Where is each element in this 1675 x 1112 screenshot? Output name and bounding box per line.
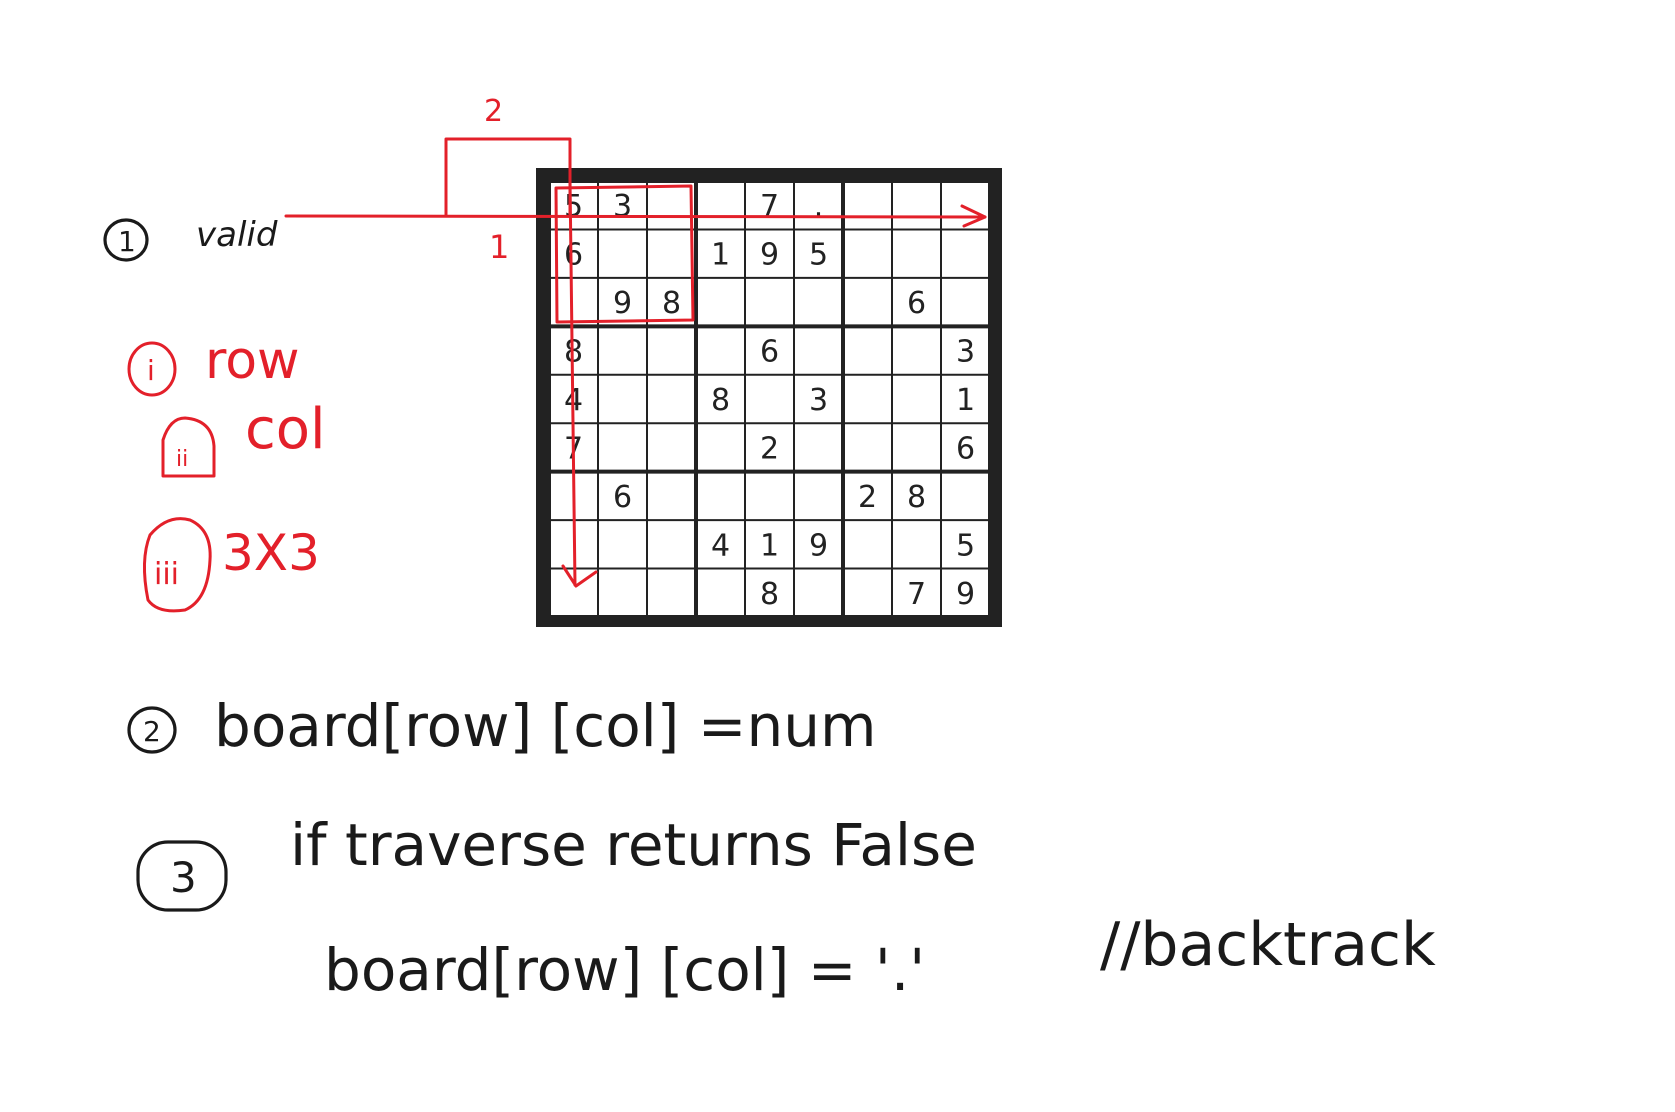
sudoku-cell-value: 3 [809, 383, 828, 418]
step3-circle [136, 840, 228, 912]
sudoku-cell-value: 6 [907, 286, 926, 321]
step3-note: 3 if traverse returns False board[row] [… [136, 811, 1436, 1004]
check-2-circle [161, 416, 216, 478]
sudoku-cell-value: 5 [564, 189, 583, 224]
sudoku-cell-value: 1 [956, 383, 975, 418]
check-1-label: row [205, 331, 300, 391]
sudoku-cell-value: 8 [711, 383, 730, 418]
sudoku-grid-lines [547, 179, 992, 619]
step2-text: board[row] [col] =num [214, 692, 876, 760]
row-arrow [284, 214, 987, 219]
check-2-label: col [245, 397, 326, 462]
sudoku-cell-value: 2 [858, 480, 877, 515]
sudoku-cell-value: 8 [662, 286, 681, 321]
check-1-marker: i [147, 354, 155, 387]
sudoku-cell-value: 5 [809, 238, 828, 273]
step3-line2: board[row] [col] = '.' [324, 936, 925, 1004]
step1-marker: 1 [118, 225, 136, 258]
step2-circle [127, 706, 177, 754]
step1-note: 1 valid [103, 215, 278, 262]
step2-marker: 2 [143, 715, 161, 748]
check-2-marker: ii [176, 447, 188, 472]
step3-marker: 3 [170, 853, 197, 902]
sudoku-cell-value: 3 [956, 335, 975, 370]
sudoku-cell-value: 1 [711, 238, 730, 273]
sudoku-cell-value: 9 [613, 286, 632, 321]
subgrid-box [554, 184, 695, 324]
check-3-label: 3X3 [222, 524, 320, 582]
step3-text: if traverse returns False [290, 811, 977, 879]
arrow-box-label: 2 [484, 94, 503, 129]
sudoku-cell-value: 6 [613, 480, 632, 515]
step3-comment: //backtrack [1100, 910, 1436, 980]
sudoku-cell-value: 6 [956, 431, 975, 466]
sudoku-cell-value: 6 [564, 238, 583, 273]
box-outline-stroke [444, 137, 572, 217]
sudoku-cell-value: 3 [613, 189, 632, 224]
sudoku-cell-value: 1 [760, 528, 779, 563]
red-board-annotations: 1 2 [284, 94, 987, 588]
step1-label: valid [196, 215, 278, 255]
check-1-circle [127, 341, 177, 397]
sudoku-cell-value: 2 [760, 431, 779, 466]
validity-checks: i row ii col iii 3X3 [127, 331, 326, 613]
sudoku-cell-value: 8 [760, 577, 779, 612]
step1-circle [103, 218, 149, 262]
sudoku-cell-value: 7 [760, 189, 779, 224]
sudoku-surface [549, 181, 990, 617]
sudoku-cell-value: 8 [907, 480, 926, 515]
row-arrow-head [960, 204, 987, 228]
check-3-marker: iii [154, 557, 179, 592]
sudoku-cell-value: 9 [809, 528, 828, 563]
arrow-row-label: 1 [489, 228, 509, 266]
col-arrow-head [561, 564, 598, 588]
check-3-circle [142, 517, 212, 613]
sudoku-cell-value: . [814, 189, 824, 224]
sudoku-cell-value: 9 [760, 238, 779, 273]
sudoku-cell-value: 9 [956, 577, 975, 612]
sudoku-cell-value: 4 [711, 528, 730, 563]
sudoku-cell-value: 5 [956, 528, 975, 563]
step2-note: 2 board[row] [col] =num [127, 692, 876, 760]
sudoku-cell-value: 7 [907, 577, 926, 612]
sudoku-cell-value: 6 [760, 335, 779, 370]
col-arrow [568, 178, 577, 587]
